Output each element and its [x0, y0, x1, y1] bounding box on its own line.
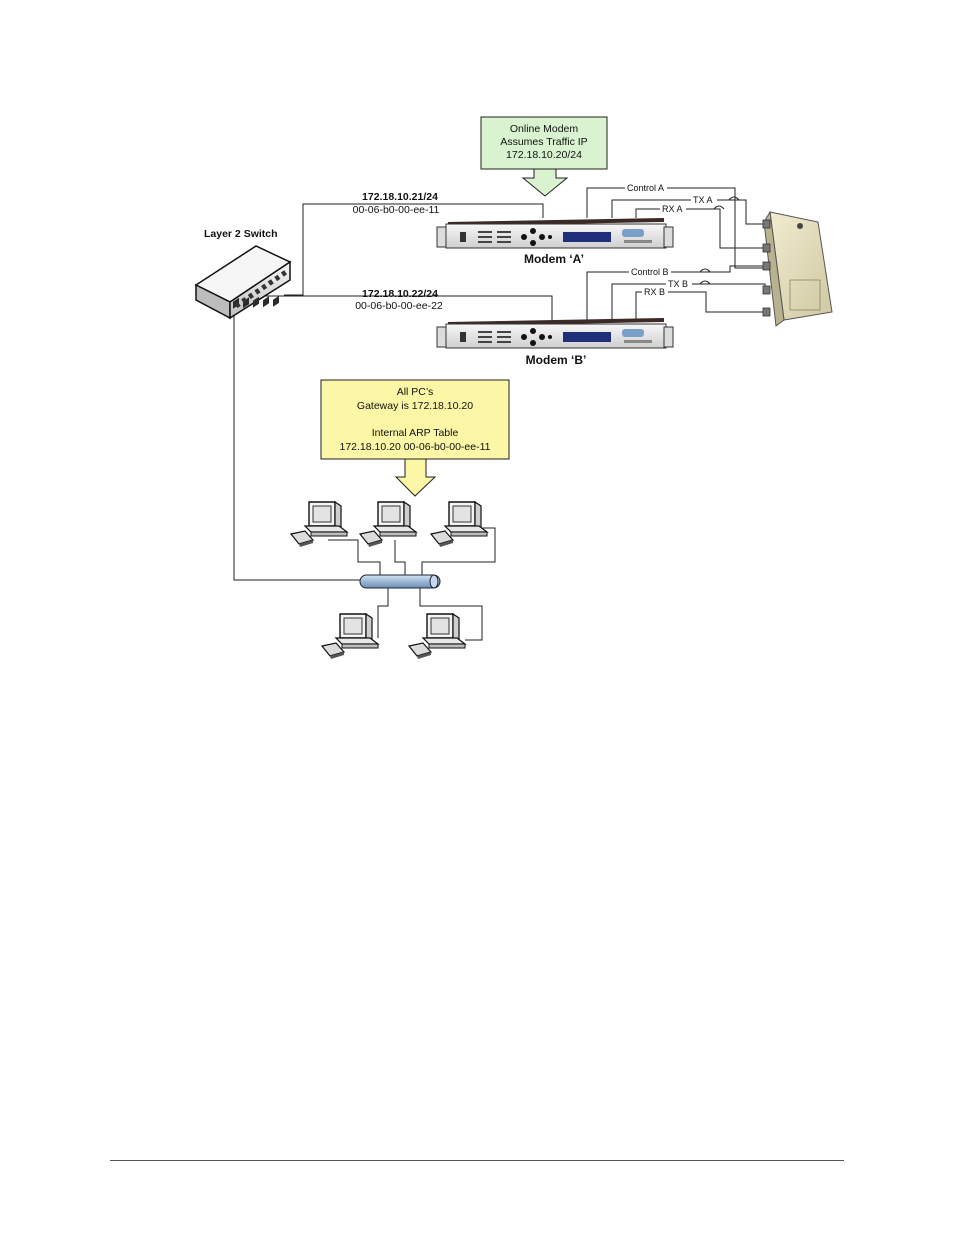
modem-a-ip: 172.18.10.21/24: [362, 191, 438, 203]
computer-icon: [321, 613, 379, 660]
modem-a-label: Modem ‘A’: [524, 252, 584, 266]
modem-icon: [436, 218, 674, 249]
rx-b-label: RX B: [644, 287, 665, 297]
online-modem-callout: Online Modem Assumes Traffic IP 172.18.1…: [480, 116, 608, 197]
link-pc5-hub: [419, 588, 483, 641]
footer-rule: [110, 1160, 844, 1161]
link-pc3-hub: [421, 527, 496, 576]
link-pc2-hub: [394, 540, 406, 576]
rx-a-label: RX A: [662, 204, 683, 214]
control-b-label: Control B: [631, 267, 669, 277]
modem-b-ip: 172.18.10.22/24: [362, 288, 438, 300]
tx-b-line: [611, 283, 766, 320]
rx-b-line: [635, 291, 765, 320]
tx-a-line: [611, 199, 765, 225]
online-callout-line1: Online Modem: [510, 123, 579, 135]
link-switch-to-modem-a: [284, 203, 544, 296]
tx-a-label: TX A: [693, 195, 713, 205]
modem-a-mac: 00-06-b0-00-ee-11: [353, 204, 440, 216]
pc-callout: All PC’s Gateway is 172.18.10.20 Interna…: [320, 379, 510, 497]
modem-b-label: Modem ‘B’: [526, 353, 587, 367]
modem-icon: [436, 318, 674, 349]
online-callout-line2: Assumes Traffic IP: [500, 136, 587, 148]
down-arrow-icon: [521, 168, 569, 197]
modem-b-mac: 00-06-b0-00-ee-22: [355, 300, 443, 312]
link-switch-to-modem-b: [256, 295, 553, 320]
switch-icon: [194, 245, 292, 320]
computer-icon: [408, 613, 466, 660]
layer-2-switch: Layer 2 Switch: [194, 228, 292, 320]
control-a-line: [586, 187, 768, 269]
link-pc1-hub: [328, 539, 381, 576]
ethernet-hub-icon: [359, 574, 441, 589]
control-b-line: [586, 265, 768, 320]
pc-callout-line3: Internal ARP Table: [372, 427, 459, 439]
computer-icon: [359, 501, 417, 548]
pc-callout-line2: Gateway is 172.18.10.20: [357, 400, 473, 412]
modem-a: 172.18.10.21/24 00-06-b0-00-ee-11 Modem …: [353, 191, 674, 266]
pc-callout-line4: 172.18.10.20 00-06-b0-00-ee-11: [339, 441, 490, 453]
link-switch-to-hub: [233, 306, 362, 581]
tx-b-label: TX B: [668, 279, 688, 289]
signal-labels: Control A TX A RX A Control B TX B RX B: [625, 182, 717, 297]
redundancy-switch-icon: [762, 210, 833, 327]
switch-label: Layer 2 Switch: [204, 228, 278, 240]
online-callout-line3: 172.18.10.20/24: [506, 149, 582, 161]
control-a-label: Control A: [627, 183, 664, 193]
modem-b: 172.18.10.22/24 00-06-b0-00-ee-22 Modem …: [355, 288, 674, 367]
computer-icon: [430, 501, 488, 548]
link-pc4-hub: [377, 588, 389, 638]
down-arrow-icon: [394, 458, 437, 497]
pc-callout-line1: All PC’s: [397, 386, 434, 398]
rx-a-line: [635, 208, 765, 249]
